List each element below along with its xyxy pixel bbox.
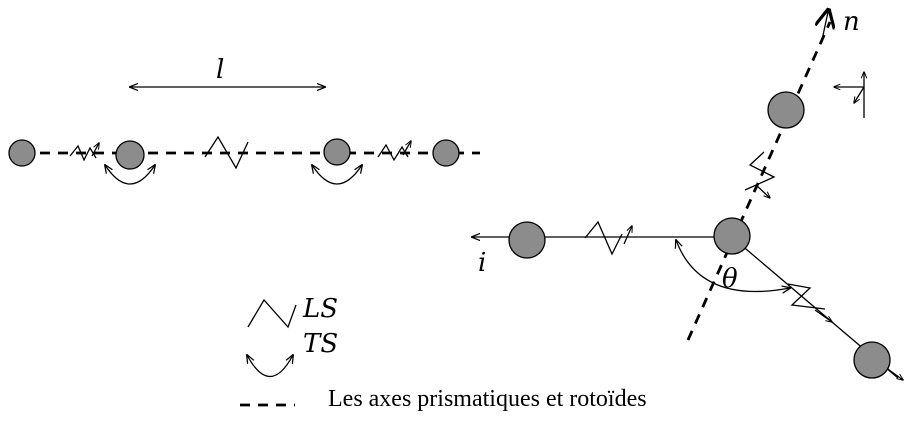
linear-chain: l — [8, 55, 480, 185]
legend-ls-symbol — [247, 298, 297, 329]
ls-spring — [69, 144, 97, 162]
legend-ls-label: LS — [302, 294, 338, 324]
atom — [508, 221, 546, 259]
ls-spring-arrow — [814, 309, 832, 322]
ls-spring — [744, 151, 776, 191]
incoming-label: i — [478, 248, 486, 278]
ls-spring — [377, 143, 409, 162]
atom — [323, 138, 351, 166]
angle-arc — [676, 240, 790, 292]
ls-spring-arrow — [755, 184, 770, 198]
legend-ts-label: TS — [303, 329, 338, 359]
atom — [8, 139, 36, 167]
normal-arrowhead — [822, 12, 828, 41]
atom — [115, 140, 145, 170]
normal-axis — [686, 21, 832, 341]
ts-arc — [105, 165, 155, 185]
ls-spring-arrow — [402, 141, 411, 156]
atom — [767, 91, 805, 129]
normal-label: n — [843, 7, 860, 37]
ls-spring-arrow — [91, 143, 99, 157]
orientation-arrow — [854, 86, 865, 103]
atom — [713, 217, 751, 255]
legend: LS TS Les axes prismatiques et rotoïdes — [240, 294, 647, 412]
legend-ts-symbol — [247, 355, 293, 377]
ls-spring — [204, 135, 249, 170]
ts-arc — [312, 165, 362, 185]
legend-axis-label: Les axes prismatiques et rotoïdes — [328, 386, 647, 412]
atom — [432, 139, 460, 167]
length-label: l — [216, 55, 224, 85]
branched-structure: n i θ — [472, 7, 903, 380]
atom — [853, 341, 891, 379]
ls-spring-arrow — [623, 226, 632, 245]
ls-spring — [584, 220, 623, 256]
angle-label: θ — [722, 264, 738, 294]
ls-spring — [787, 283, 826, 310]
